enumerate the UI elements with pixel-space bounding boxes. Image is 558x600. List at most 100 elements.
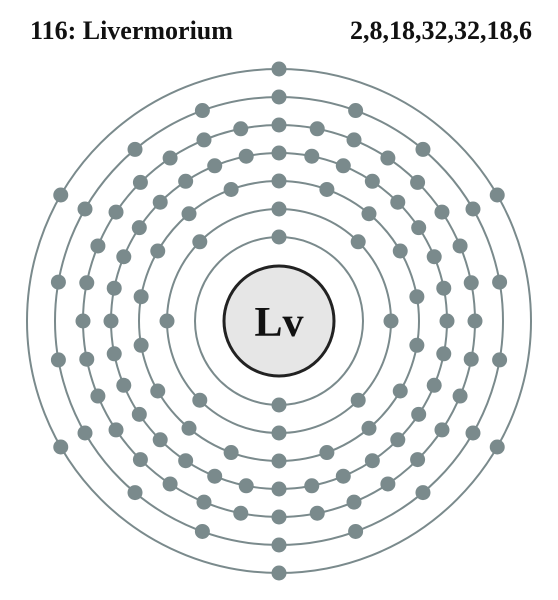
electron-shell-2 — [159, 313, 175, 329]
electron-shell-5 — [271, 509, 287, 525]
electron-shell-5 — [380, 150, 396, 166]
electron-shell-4 — [106, 346, 122, 362]
electron-shell-5 — [309, 121, 325, 137]
electron-shell-5 — [410, 452, 426, 468]
electron-shell-4 — [390, 432, 406, 448]
electron-shell-4 — [131, 406, 147, 422]
electron-shell-4 — [364, 453, 380, 469]
electron-shell-5 — [452, 238, 468, 254]
electron-configuration: 2,8,18,32,32,18,6 — [350, 16, 532, 45]
electron-shell-3 — [271, 173, 287, 189]
electron-shell-4 — [335, 468, 351, 484]
electron-shell-4 — [152, 432, 168, 448]
electron-shell-4 — [238, 478, 254, 494]
electron-shell-7 — [489, 439, 505, 455]
electron-shell-5 — [196, 132, 212, 148]
electron-shell-6 — [415, 485, 431, 501]
electron-shell-4 — [238, 148, 254, 164]
electron-shell-6 — [127, 141, 143, 157]
electron-shell-4 — [411, 220, 427, 236]
electron-shell-5 — [467, 313, 483, 329]
electron-shell-4 — [436, 346, 452, 362]
electron-shell-3 — [133, 289, 149, 305]
electron-shell-5 — [233, 121, 249, 137]
electron-shell-5 — [162, 150, 178, 166]
electron-shell-6 — [50, 274, 66, 290]
electron-shell-5 — [271, 117, 287, 133]
electron-shell-4 — [304, 148, 320, 164]
electron-shell-3 — [392, 243, 408, 259]
electron-shell-4 — [390, 194, 406, 210]
electron-shell-6 — [77, 425, 93, 441]
electron-shell-2 — [192, 392, 208, 408]
electron-shell-5 — [108, 422, 124, 438]
electron-shell-6 — [348, 103, 364, 119]
electron-shell-5 — [346, 494, 362, 510]
electron-shell-3 — [223, 181, 239, 197]
electron-shell-5 — [434, 204, 450, 220]
electron-shell-4 — [426, 249, 442, 265]
nucleus: Lv — [222, 264, 336, 378]
electron-shell-3 — [150, 243, 166, 259]
electron-shell-3 — [409, 289, 425, 305]
electron-shell-4 — [271, 481, 287, 497]
electron-shell-3 — [392, 383, 408, 399]
electron-shell-3 — [319, 181, 335, 197]
element-symbol: Lv — [254, 300, 303, 346]
electron-shell-3 — [133, 337, 149, 353]
electron-shell-3 — [150, 383, 166, 399]
electron-shell-5 — [90, 388, 106, 404]
electron-shell-5 — [463, 275, 479, 291]
electron-shell-1 — [271, 229, 287, 245]
nucleus-circle — [222, 264, 336, 378]
electron-shell-5 — [346, 132, 362, 148]
electron-shell-5 — [79, 275, 95, 291]
electron-shell-4 — [426, 377, 442, 393]
electron-shell-2 — [350, 234, 366, 250]
electron-shell-4 — [411, 406, 427, 422]
electron-shell-5 — [380, 476, 396, 492]
electron-shell-7 — [489, 187, 505, 203]
electron-shell-6 — [194, 103, 210, 119]
electron-shell-4 — [271, 145, 287, 161]
electron-shell-6 — [271, 89, 287, 105]
electron-shell-4 — [207, 158, 223, 174]
electron-shell-6 — [127, 485, 143, 501]
electron-shell-3 — [361, 206, 377, 222]
electron-shell-5 — [79, 351, 95, 367]
electron-shell-2 — [350, 392, 366, 408]
electron-shell-5 — [162, 476, 178, 492]
electron-shell-6 — [492, 274, 508, 290]
electron-shell-2 — [192, 234, 208, 250]
electron-shell-4 — [335, 158, 351, 174]
electron-shell-3 — [181, 206, 197, 222]
electron-shell-4 — [152, 194, 168, 210]
electron-shell-3 — [361, 420, 377, 436]
electron-shell-5 — [108, 204, 124, 220]
electron-shell-2 — [383, 313, 399, 329]
electron-shell-2 — [271, 201, 287, 217]
electron-shell-7 — [271, 565, 287, 581]
electron-shell-4 — [364, 173, 380, 189]
electron-shell-6 — [271, 537, 287, 553]
electron-shell-2 — [271, 425, 287, 441]
electron-shell-4 — [207, 468, 223, 484]
electron-shell-4 — [103, 313, 119, 329]
element-title: 116: Livermorium — [30, 16, 233, 45]
electron-shell-5 — [463, 351, 479, 367]
electron-shell-4 — [178, 173, 194, 189]
electron-shell-4 — [131, 220, 147, 236]
electron-shell-5 — [196, 494, 212, 510]
electron-shell-6 — [492, 352, 508, 368]
electron-shell-6 — [77, 201, 93, 217]
electron-shell-4 — [116, 249, 132, 265]
electron-shell-6 — [194, 523, 210, 539]
electron-shell-3 — [319, 445, 335, 461]
electron-shell-5 — [90, 238, 106, 254]
electron-shell-7 — [271, 61, 287, 77]
electron-shell-6 — [348, 523, 364, 539]
electron-shell-5 — [434, 422, 450, 438]
electron-shell-3 — [181, 420, 197, 436]
electron-shell-5 — [410, 174, 426, 190]
